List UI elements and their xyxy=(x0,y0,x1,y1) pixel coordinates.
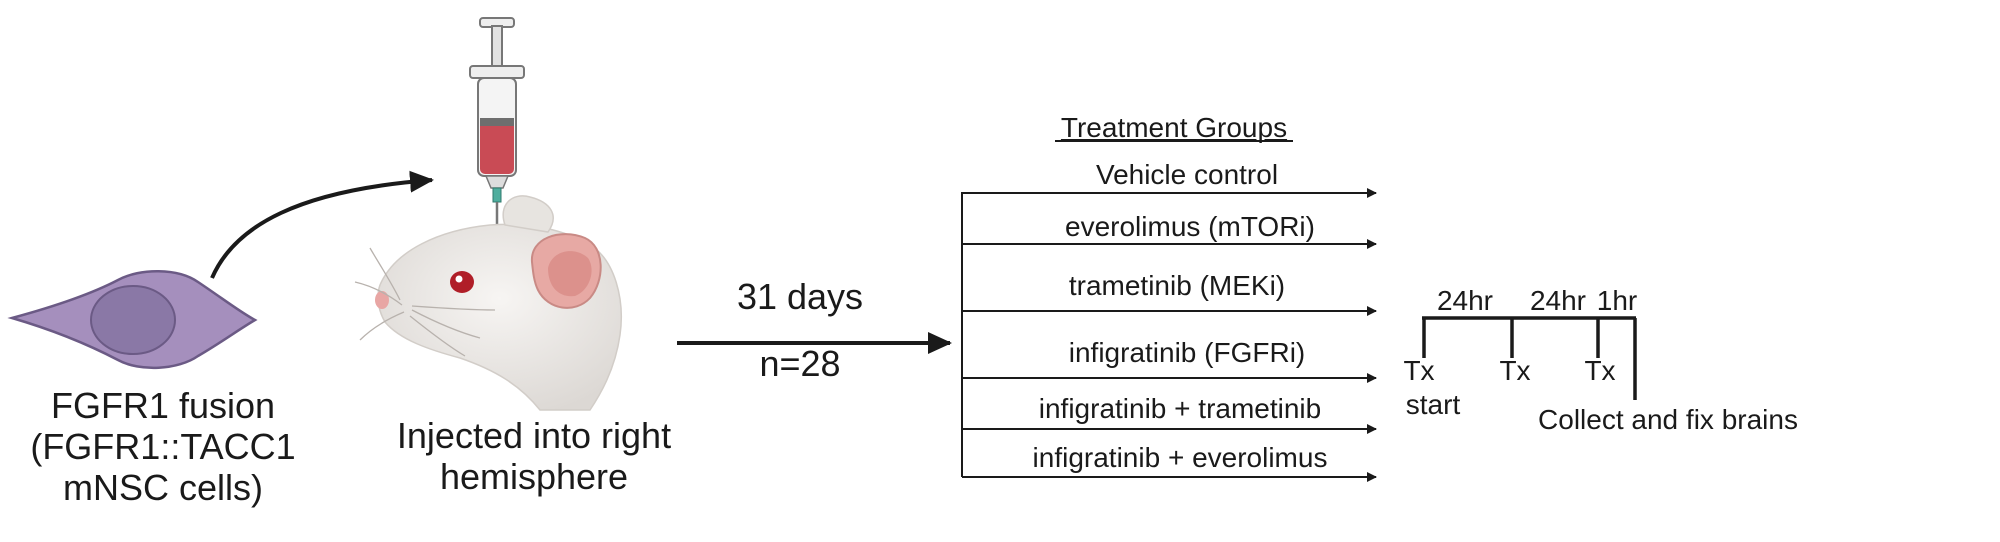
treatment-group-1: Vehicle control xyxy=(962,159,1377,198)
duration-label: 31 days xyxy=(737,276,863,317)
cell-label: FGFR1 fusion (FGFR1::TACC1 mNSC cells) xyxy=(30,385,295,508)
cell-icon xyxy=(7,270,258,370)
dosing-timeline: 24hr 24hr 1hr Tx Tx Tx start Collect and… xyxy=(1403,285,1798,435)
group-label: trametinib (MEKi) xyxy=(1069,270,1285,301)
interval-label: 24hr xyxy=(1530,285,1586,316)
sample-size-label: n=28 xyxy=(759,343,840,384)
treatment-groups: Treatment Groups Vehicle control everoli… xyxy=(961,112,1377,482)
start-label: start xyxy=(1406,389,1461,420)
mouse-label: Injected into right hemisphere xyxy=(397,415,671,497)
treatment-group-3: trametinib (MEKi) xyxy=(962,270,1377,316)
mouse-label-line-1: Injected into right xyxy=(397,415,671,456)
mouse-label-line-2: hemisphere xyxy=(440,456,628,497)
injection-arrow xyxy=(210,170,434,279)
cell-label-line-2: (FGFR1::TACC1 xyxy=(30,426,295,467)
cell-label-line-3: mNSC cells) xyxy=(63,467,263,508)
interval-label: 24hr xyxy=(1437,285,1493,316)
cell-label-line-1: FGFR1 fusion xyxy=(51,385,275,426)
dose-label: Tx xyxy=(1403,355,1434,386)
main-arrow: 31 days n=28 xyxy=(677,276,952,384)
group-label: infigratinib + trametinib xyxy=(1039,393,1321,424)
group-label: Vehicle control xyxy=(1096,159,1278,190)
treatment-group-6: infigratinib + everolimus xyxy=(962,442,1377,482)
treatment-header: Treatment Groups xyxy=(1061,112,1287,143)
syringe-icon xyxy=(469,17,525,238)
dose-label: Tx xyxy=(1584,355,1615,386)
mouse-head-icon xyxy=(354,195,622,411)
treatment-group-2: everolimus (mTORi) xyxy=(962,211,1377,249)
treatment-group-4: infigratinib (FGFRi) xyxy=(962,337,1377,383)
group-label: everolimus (mTORi) xyxy=(1065,211,1315,242)
interval-label: 1hr xyxy=(1597,285,1637,316)
dose-label: Tx xyxy=(1499,355,1530,386)
group-label: infigratinib + everolimus xyxy=(1033,442,1328,473)
treatment-group-5: infigratinib + trametinib xyxy=(962,393,1377,434)
end-label: Collect and fix brains xyxy=(1538,404,1798,435)
group-label: infigratinib (FGFRi) xyxy=(1069,337,1305,368)
